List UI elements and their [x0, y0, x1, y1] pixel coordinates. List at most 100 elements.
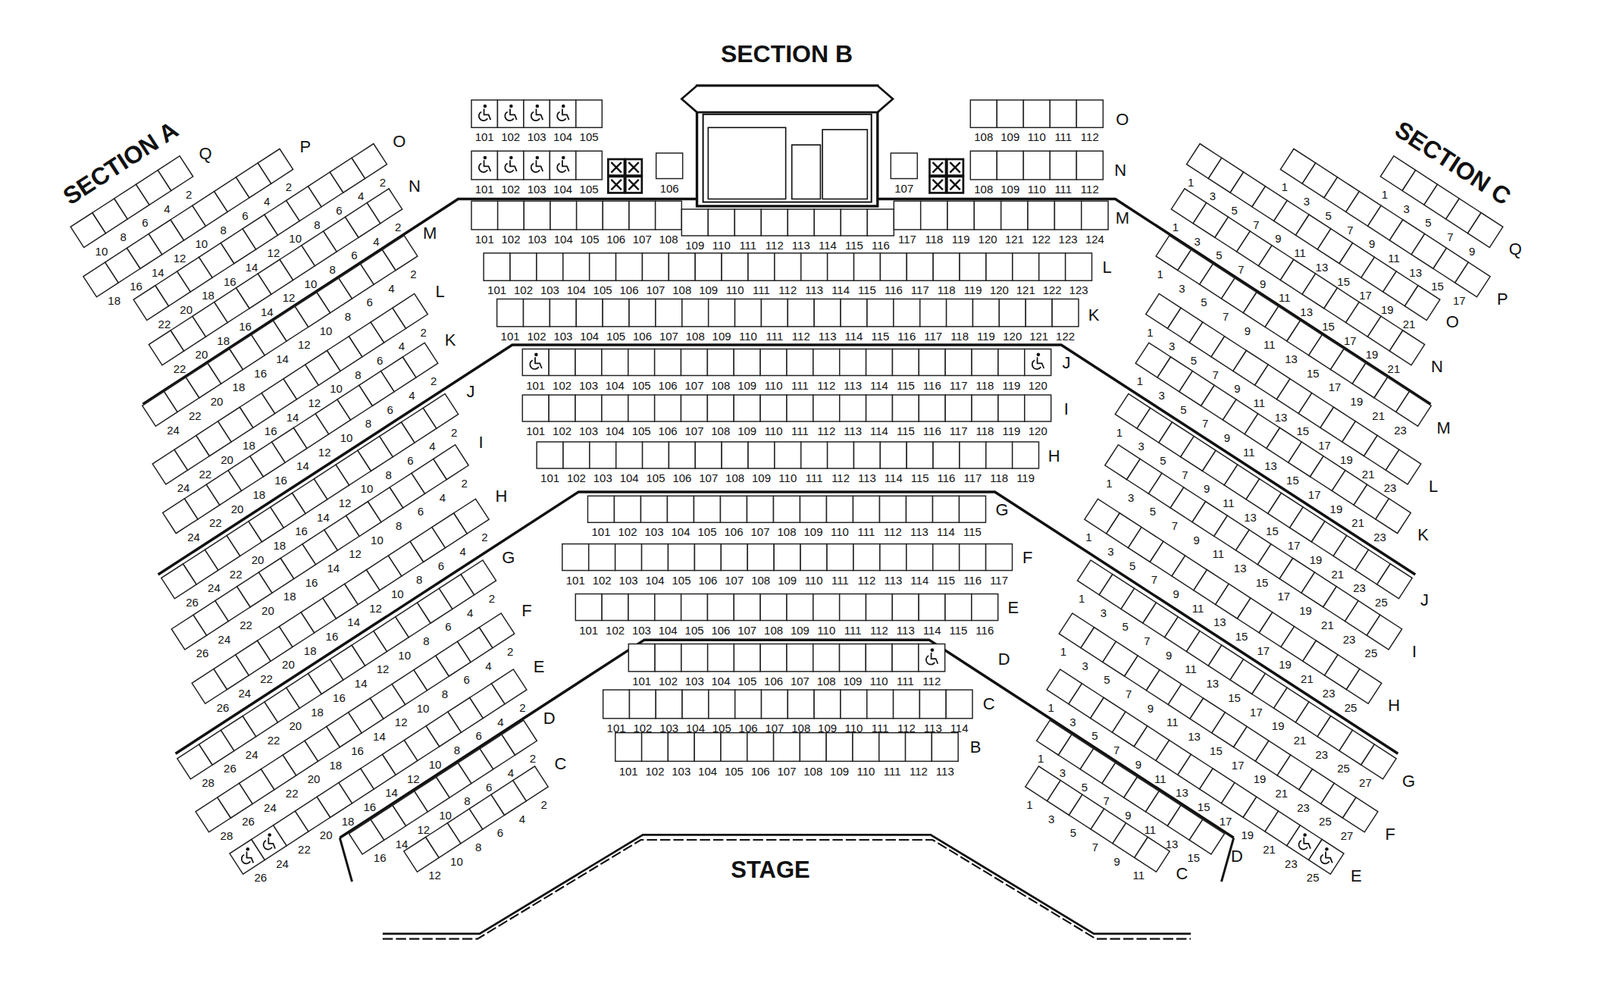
blocked-cross — [610, 162, 621, 173]
seat-box — [536, 441, 564, 469]
seat-box — [879, 495, 907, 523]
seat-box — [628, 594, 655, 621]
seat-number: 111 — [738, 239, 757, 251]
seat-number: 103 — [527, 183, 547, 195]
row-letter: E — [533, 658, 545, 676]
seat-number: 113 — [818, 329, 837, 342]
seat-number: 7 — [1092, 841, 1099, 853]
seat-number: 121 — [1029, 329, 1049, 342]
seat-number: 101 — [500, 329, 520, 342]
seat-number: 110 — [738, 329, 758, 342]
seat-number: 18 — [107, 294, 121, 307]
seat-box — [933, 441, 960, 469]
seat-number: 106 — [698, 573, 718, 586]
seat-box — [641, 544, 669, 571]
seat-box — [497, 150, 523, 180]
seat-number: 17 — [1231, 758, 1245, 771]
seat-number: 112 — [909, 764, 928, 777]
seat-number: 2 — [285, 181, 292, 193]
seat-number: 10 — [438, 809, 452, 821]
seat-number: 1 — [1116, 425, 1123, 438]
seat-box — [1468, 212, 1503, 248]
wheelchair-head — [1036, 353, 1041, 357]
seat-box — [460, 560, 496, 595]
seat-number: 115 — [896, 378, 915, 391]
seat-number: 110 — [712, 239, 731, 251]
seat-number: 106 — [723, 526, 743, 538]
seat-number: 10 — [95, 244, 109, 257]
seat-number: 106 — [751, 764, 771, 777]
seat-box — [601, 394, 629, 422]
seat-box — [747, 732, 774, 762]
seat-box — [866, 348, 893, 376]
seat-number: 10 — [304, 277, 318, 289]
seat-number: 103 — [527, 233, 547, 245]
seat-box — [959, 495, 987, 523]
seat-box — [497, 200, 525, 230]
seat-box — [973, 298, 1000, 326]
seat-number: 118 — [937, 284, 956, 296]
seat-box — [918, 348, 946, 376]
row-letter: L — [435, 283, 445, 301]
seat-number: 14 — [245, 260, 259, 273]
row-letter: M — [1436, 419, 1450, 437]
seat-box — [1052, 298, 1079, 326]
seat-number: 103 — [540, 284, 560, 296]
seat-number: 108 — [725, 472, 745, 484]
row-letter: P — [1496, 291, 1509, 308]
seat-number: 118 — [976, 378, 995, 391]
row-letter: O — [1115, 111, 1129, 129]
seat-box — [1024, 394, 1052, 422]
seat-box — [628, 644, 655, 672]
seat-number: 7 — [1181, 468, 1188, 480]
seat-number: 11 — [1192, 601, 1205, 614]
seat-number: 19 — [1240, 829, 1254, 841]
seat-box — [854, 253, 881, 281]
seat-number: 9 — [1259, 277, 1266, 289]
blocked-seat — [929, 159, 946, 176]
seat-number: 13 — [1187, 730, 1201, 743]
seat-box — [548, 394, 576, 422]
seat-box — [402, 342, 438, 378]
seat-box — [787, 209, 815, 236]
seat-number: 108 — [763, 623, 783, 636]
seat-number: 6 — [444, 620, 451, 633]
seat-number: 7 — [1171, 519, 1178, 531]
seat-number: 106 — [710, 623, 730, 636]
section-title: SECTION A — [59, 117, 183, 210]
seat-number: 105 — [645, 472, 665, 484]
seat-box — [668, 253, 696, 281]
wheelchair-symbol — [1032, 353, 1045, 370]
seat-box — [748, 441, 775, 469]
wheelchair-wheel — [926, 655, 935, 665]
seat-number: 109 — [790, 623, 810, 636]
row-letter: M — [1115, 209, 1130, 227]
seat-box — [629, 689, 656, 719]
seat-box — [854, 441, 881, 469]
seat-number: 3 — [1100, 606, 1107, 618]
seat-number: 13 — [1284, 353, 1298, 365]
seat-number: 20 — [319, 829, 333, 841]
seat-number: 8 — [385, 468, 392, 480]
seat-number: 4 — [372, 234, 379, 247]
seat-box — [563, 441, 590, 469]
row-letter: G — [1402, 773, 1416, 790]
seat-box — [666, 495, 694, 523]
seat-number: 12 — [407, 772, 420, 784]
seat-number: 103 — [644, 526, 664, 538]
seat-number: 102 — [500, 233, 520, 245]
seat-number: 16 — [294, 525, 308, 537]
seat-number: 1 — [1172, 220, 1179, 232]
seat-box — [513, 766, 548, 802]
seat-number: 103 — [593, 472, 613, 484]
seat-number: 2 — [420, 325, 427, 338]
wheelchair-symbol — [479, 156, 492, 173]
seat-number: 11 — [1143, 823, 1156, 835]
seat-box — [996, 150, 1024, 180]
seat-number: 110 — [778, 472, 797, 484]
seat-number: 107 — [659, 329, 679, 342]
seat-number: 122 — [1042, 284, 1062, 296]
seat-number: 104 — [658, 623, 678, 636]
seat-number: 8 — [422, 635, 429, 647]
seat-box — [522, 394, 549, 422]
